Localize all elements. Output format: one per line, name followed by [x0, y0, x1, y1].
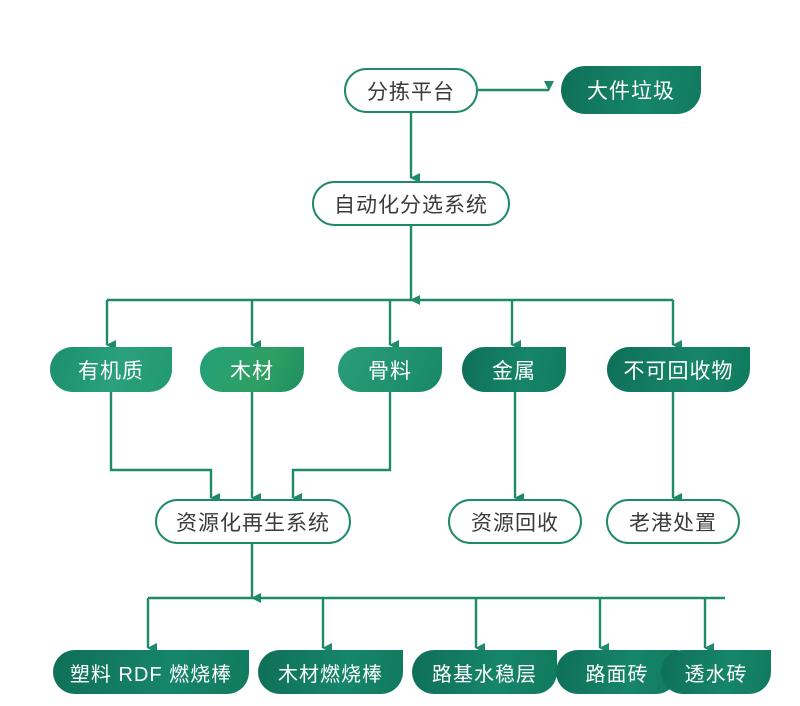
node-laogang-disposal[interactable]: 老港处置: [606, 499, 740, 544]
node-pavement-brick[interactable]: 路面砖: [556, 650, 678, 694]
node-wood-rod-label: 木材燃烧棒: [278, 663, 383, 686]
edge-organic-to-regen: [109, 392, 220, 503]
node-sorting-platform[interactable]: 分拣平台: [344, 68, 478, 113]
node-organic-label: 有机质: [78, 359, 144, 383]
node-resource-recovery-label: 资源回收: [471, 511, 559, 535]
node-permeable-brick[interactable]: 透水砖: [661, 650, 771, 694]
node-pavement-brick-label: 路面砖: [585, 663, 649, 686]
node-bulky-waste-label: 大件垃圾: [587, 80, 675, 103]
node-roadbed-layer-label: 路基水稳层: [432, 663, 537, 686]
node-laogang-disposal-label: 老港处置: [629, 511, 717, 535]
node-resource-regeneration-system[interactable]: 资源化再生系统: [155, 499, 351, 544]
node-aggregate[interactable]: 骨料: [338, 347, 442, 392]
node-roadbed-layer[interactable]: 路基水稳层: [412, 650, 557, 694]
node-non-recyclable[interactable]: 不可回收物: [607, 347, 750, 392]
node-plastic-rdf-rod[interactable]: 塑料 RDF 燃烧棒: [53, 650, 249, 694]
node-wood[interactable]: 木材: [200, 347, 304, 392]
node-resource-regeneration-system-label: 资源化再生系统: [176, 511, 330, 535]
node-plastic-rdf-rod-label: 塑料 RDF 燃烧棒: [69, 663, 233, 686]
edge-aggregate-to-regen: [291, 392, 392, 503]
node-organic[interactable]: 有机质: [50, 347, 172, 392]
node-bulky-waste[interactable]: 大件垃圾: [561, 66, 701, 114]
node-aggregate-label: 骨料: [368, 359, 412, 383]
node-resource-recovery[interactable]: 资源回收: [448, 499, 582, 544]
node-non-recyclable-label: 不可回收物: [623, 359, 734, 383]
node-metal-label: 金属: [492, 359, 536, 383]
node-auto-sorting-system-label: 自动化分选系统: [334, 193, 488, 217]
node-sorting-platform-label: 分拣平台: [367, 80, 455, 104]
node-permeable-brick-label: 透水砖: [684, 663, 748, 686]
node-auto-sorting-system[interactable]: 自动化分选系统: [312, 181, 510, 226]
node-metal[interactable]: 金属: [462, 347, 566, 392]
node-wood-rod[interactable]: 木材燃烧棒: [258, 650, 403, 694]
node-wood-label: 木材: [230, 359, 274, 383]
